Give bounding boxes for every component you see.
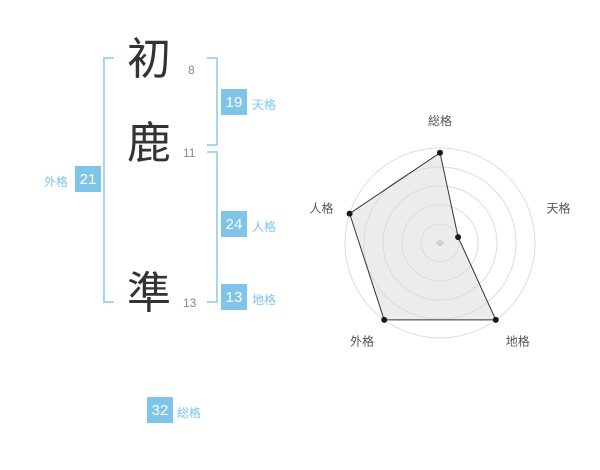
gaikaku-label: 外格 bbox=[44, 175, 69, 189]
stroke-count-3: 13 bbox=[183, 296, 197, 310]
radar-axis-label: 人格 bbox=[309, 200, 333, 215]
stroke-count-2: 11 bbox=[183, 146, 196, 160]
name-character-2: 鹿 bbox=[127, 118, 171, 169]
radar-data-point bbox=[492, 316, 499, 323]
jinkaku-label: 人格 bbox=[252, 220, 277, 234]
soukaku-label: 総格 bbox=[177, 406, 202, 420]
tenkaku-bracket bbox=[207, 57, 218, 146]
chikaku-label: 地格 bbox=[252, 293, 277, 307]
gaikaku-bracket bbox=[103, 57, 114, 303]
radar-data-point bbox=[381, 316, 388, 323]
stroke-count-1: 8 bbox=[188, 63, 195, 77]
radar-axis-label: 天格 bbox=[547, 200, 571, 215]
jinkaku-bracket bbox=[207, 151, 218, 303]
radar-ring bbox=[344, 147, 536, 339]
soukaku-badge: 32 bbox=[147, 397, 173, 423]
radar-axis-label: 地格 bbox=[506, 334, 530, 349]
chikaku-badge: 13 bbox=[221, 284, 247, 310]
radar-axis-label: 外格 bbox=[350, 334, 374, 349]
tenkaku-badge: 19 bbox=[221, 89, 247, 115]
radar-data-point bbox=[455, 234, 462, 241]
radar-axis-label: 総格 bbox=[428, 113, 452, 128]
radar-data-polygon bbox=[349, 151, 497, 321]
radar-chart-container: 総格天格地格 外格 人格 bbox=[295, 105, 585, 385]
name-character-1: 初 bbox=[127, 34, 171, 85]
radar-data-point bbox=[346, 210, 353, 217]
gaikaku-badge: 21 bbox=[75, 166, 101, 192]
radar-data-point bbox=[437, 149, 443, 156]
name-character-3: 準 bbox=[127, 268, 171, 319]
tenkaku-label: 天格 bbox=[252, 98, 277, 112]
jinkaku-badge: 24 bbox=[221, 211, 247, 237]
